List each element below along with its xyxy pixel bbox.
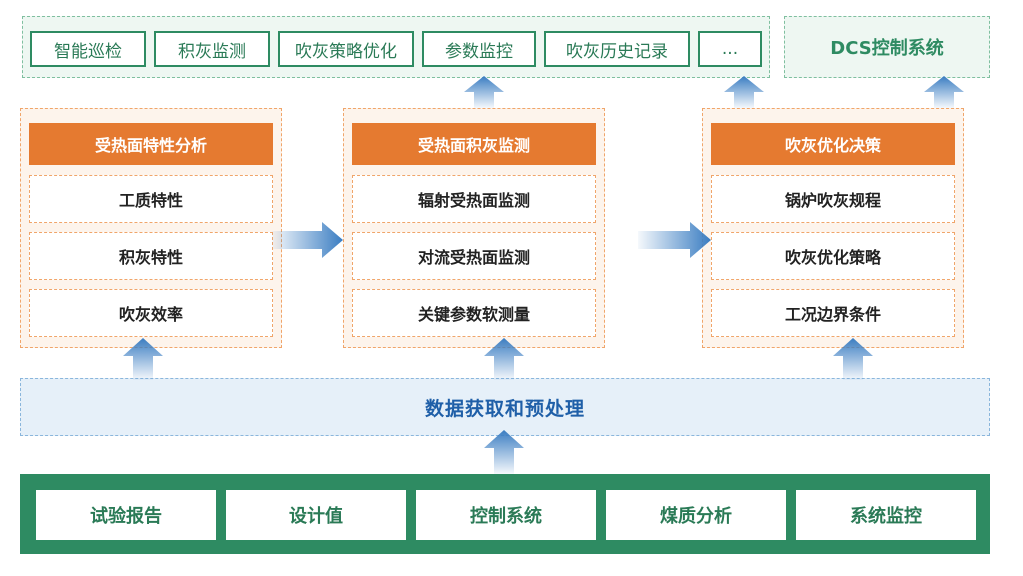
top-function-sootblowing-optimization: 吹灰策略优化: [278, 31, 414, 67]
source-design-values: 设计值: [226, 490, 406, 540]
panel-item-soft-measurement: 关键参数软测量: [352, 289, 596, 337]
panel-item-optimization-strategy: 吹灰优化策略: [711, 232, 955, 280]
arrow-right-panel1-to-panel2: [272, 222, 343, 258]
top-function-smart-inspection: 智能巡检: [30, 31, 146, 67]
arrow-right-panel2-to-panel3: [638, 222, 711, 258]
panel-item-convective-surface: 对流受热面监测: [352, 232, 596, 280]
source-control-system: 控制系统: [416, 490, 596, 540]
panel-title-ash-monitoring: 受热面积灰监测: [352, 123, 596, 165]
arrow-up-sources-to-data: [484, 430, 524, 474]
arrow-up-data-to-panel1: [123, 338, 163, 380]
panel-item-radiant-surface: 辐射受热面监测: [352, 175, 596, 223]
top-function-parameter-monitoring: 参数监控: [422, 31, 536, 67]
panel-title-sootblowing-decision: 吹灰优化决策: [711, 123, 955, 165]
arrow-up-to-more: [724, 76, 764, 108]
source-test-report: 试验报告: [36, 490, 216, 540]
top-function-more: ...: [698, 31, 762, 67]
panel-item-boundary-conditions: 工况边界条件: [711, 289, 955, 337]
source-coal-analysis: 煤质分析: [606, 490, 786, 540]
arrow-up-data-to-panel2: [484, 338, 524, 380]
panel-item-ash-characteristics: 积灰特性: [29, 232, 273, 280]
panel-item-sootblowing-efficiency: 吹灰效率: [29, 289, 273, 337]
arrow-up-to-dcs: [924, 76, 964, 108]
arrow-up-to-parameter-monitoring: [464, 76, 504, 108]
arrow-up-data-to-panel3: [833, 338, 873, 380]
top-function-sootblowing-history: 吹灰历史记录: [544, 31, 690, 67]
panel-item-boiler-regulations: 锅炉吹灰规程: [711, 175, 955, 223]
source-system-monitoring: 系统监控: [796, 490, 976, 540]
panel-item-working-medium: 工质特性: [29, 175, 273, 223]
dcs-control-system: DCS控制系统: [784, 16, 990, 78]
data-acquisition-layer: 数据获取和预处理: [20, 378, 990, 436]
top-function-ash-monitoring: 积灰监测: [154, 31, 270, 67]
panel-title-heating-surface-analysis: 受热面特性分析: [29, 123, 273, 165]
